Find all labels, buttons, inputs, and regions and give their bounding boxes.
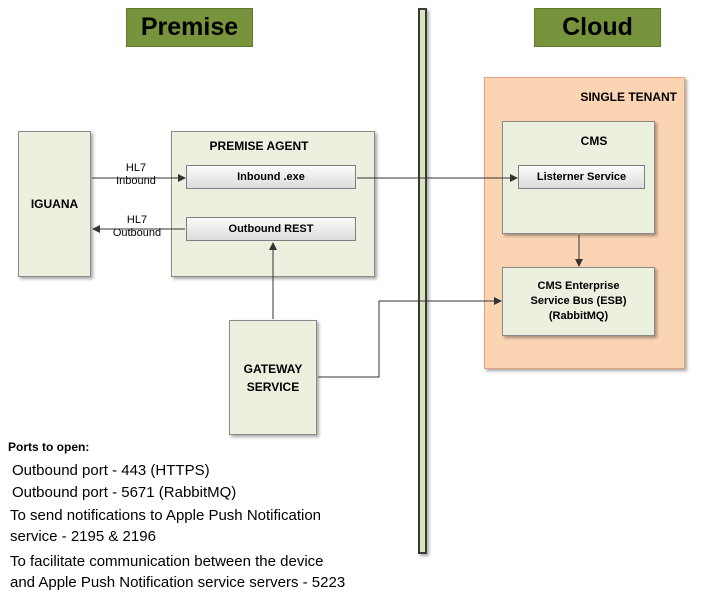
ports-heading: Ports to open: [8,440,90,454]
premise-agent-title: PREMISE AGENT [209,139,309,153]
gateway-service-box: GATEWAY SERVICE [229,320,317,435]
iguana-label: IGUANA [30,197,79,211]
hl7-inbound-line1: HL7 [125,162,147,174]
gateway-line1: GATEWAY [243,361,303,376]
cms-title: CMS [580,134,608,148]
esb-box: CMS Enterprise Service Bus (ESB) (Rabbit… [502,267,655,336]
esb-line1: CMS Enterprise [537,280,620,292]
premise-header: Premise [126,8,253,47]
hl7-outbound-line2: Outbound [112,227,162,239]
network-divider [418,8,427,554]
esb-line3: (RabbitMQ) [548,310,609,322]
ports-line-3: To send notifications to Apple Push Noti… [10,507,322,524]
esb-line2: Service Bus (ESB) [530,295,627,307]
gateway-to-esb-arrow [318,297,502,378]
ports-line-1: Outbound port - 443 (HTTPS) [12,462,210,479]
outbound-rest-label: Outbound REST [228,223,314,235]
ports-line-6: and Apple Push Notification service serv… [10,574,346,591]
hl7-outbound-label: HL7 Outbound [108,214,166,240]
inbound-exe-box: Inbound .exe [186,165,356,189]
single-tenant-title: SINGLE TENANT [580,90,677,104]
ports-line-5: To facilitate communication between the … [10,553,324,570]
ports-line-2: Outbound port - 5671 (RabbitMQ) [12,484,237,501]
inbound-exe-label: Inbound .exe [237,171,305,183]
cloud-header: Cloud [534,8,661,47]
outbound-rest-box: Outbound REST [186,217,356,241]
gateway-line2: SERVICE [246,379,300,394]
iguana-box: IGUANA [18,131,91,277]
premise-header-label: Premise [140,13,239,41]
listener-service-label: Listerner Service [536,171,627,183]
cloud-header-label: Cloud [562,13,633,41]
ports-line-4: service - 2195 & 2196 [10,528,156,545]
hl7-outbound-line1: HL7 [126,214,148,226]
listener-service-box: Listerner Service [518,165,645,189]
